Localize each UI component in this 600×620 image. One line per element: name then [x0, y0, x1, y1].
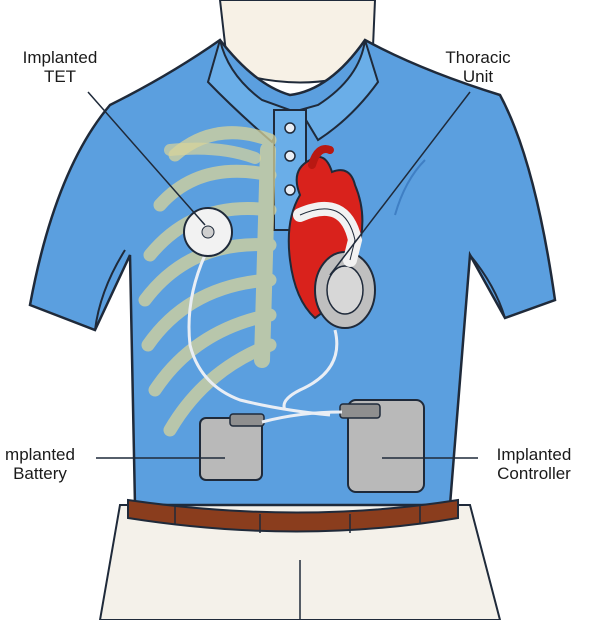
- shirt-crease: [394, 159, 426, 216]
- label-line: Implanted: [22, 48, 98, 67]
- collar-right: [298, 39, 380, 142]
- battery-cable: [261, 410, 343, 424]
- battery-connector: [229, 413, 265, 427]
- button-3: [284, 184, 296, 196]
- right-sleeve-fold: [469, 254, 506, 319]
- label-line: Thoracic: [445, 48, 511, 67]
- label-line: mplanted: [5, 445, 75, 464]
- left-sleeve-fold: [94, 249, 126, 331]
- controller-connector: [339, 403, 381, 419]
- belt: [127, 498, 459, 533]
- heart-cable: [282, 329, 339, 411]
- tet-callout-line: [87, 91, 206, 226]
- label-line: Battery: [13, 464, 67, 483]
- button-2: [284, 150, 296, 162]
- button-1: [284, 122, 296, 134]
- label-thoracic-unit: Thoracic Unit: [428, 48, 528, 86]
- label-line: Unit: [462, 67, 494, 86]
- outflow-graft-edge: [299, 208, 356, 261]
- label-line: TET: [43, 67, 77, 86]
- implanted-battery: [199, 417, 263, 481]
- tet-coil-center: [201, 225, 215, 239]
- rib-cage: [138, 126, 277, 437]
- label-implanted-controller: Implanted Controller: [482, 445, 586, 483]
- label-implanted-tet: Implanted TET: [10, 48, 110, 86]
- label-line: Implanted: [496, 445, 572, 464]
- shoulder-bone: [164, 142, 261, 164]
- implanted-controller: [347, 399, 425, 493]
- thoracic-callout-line: [329, 91, 471, 276]
- aorta: [308, 145, 334, 169]
- label-implanted-battery: mplanted Battery: [0, 445, 88, 483]
- label-line: Controller: [497, 464, 571, 483]
- belt-loops: [174, 505, 421, 533]
- thoracic-pump-inner: [326, 265, 364, 315]
